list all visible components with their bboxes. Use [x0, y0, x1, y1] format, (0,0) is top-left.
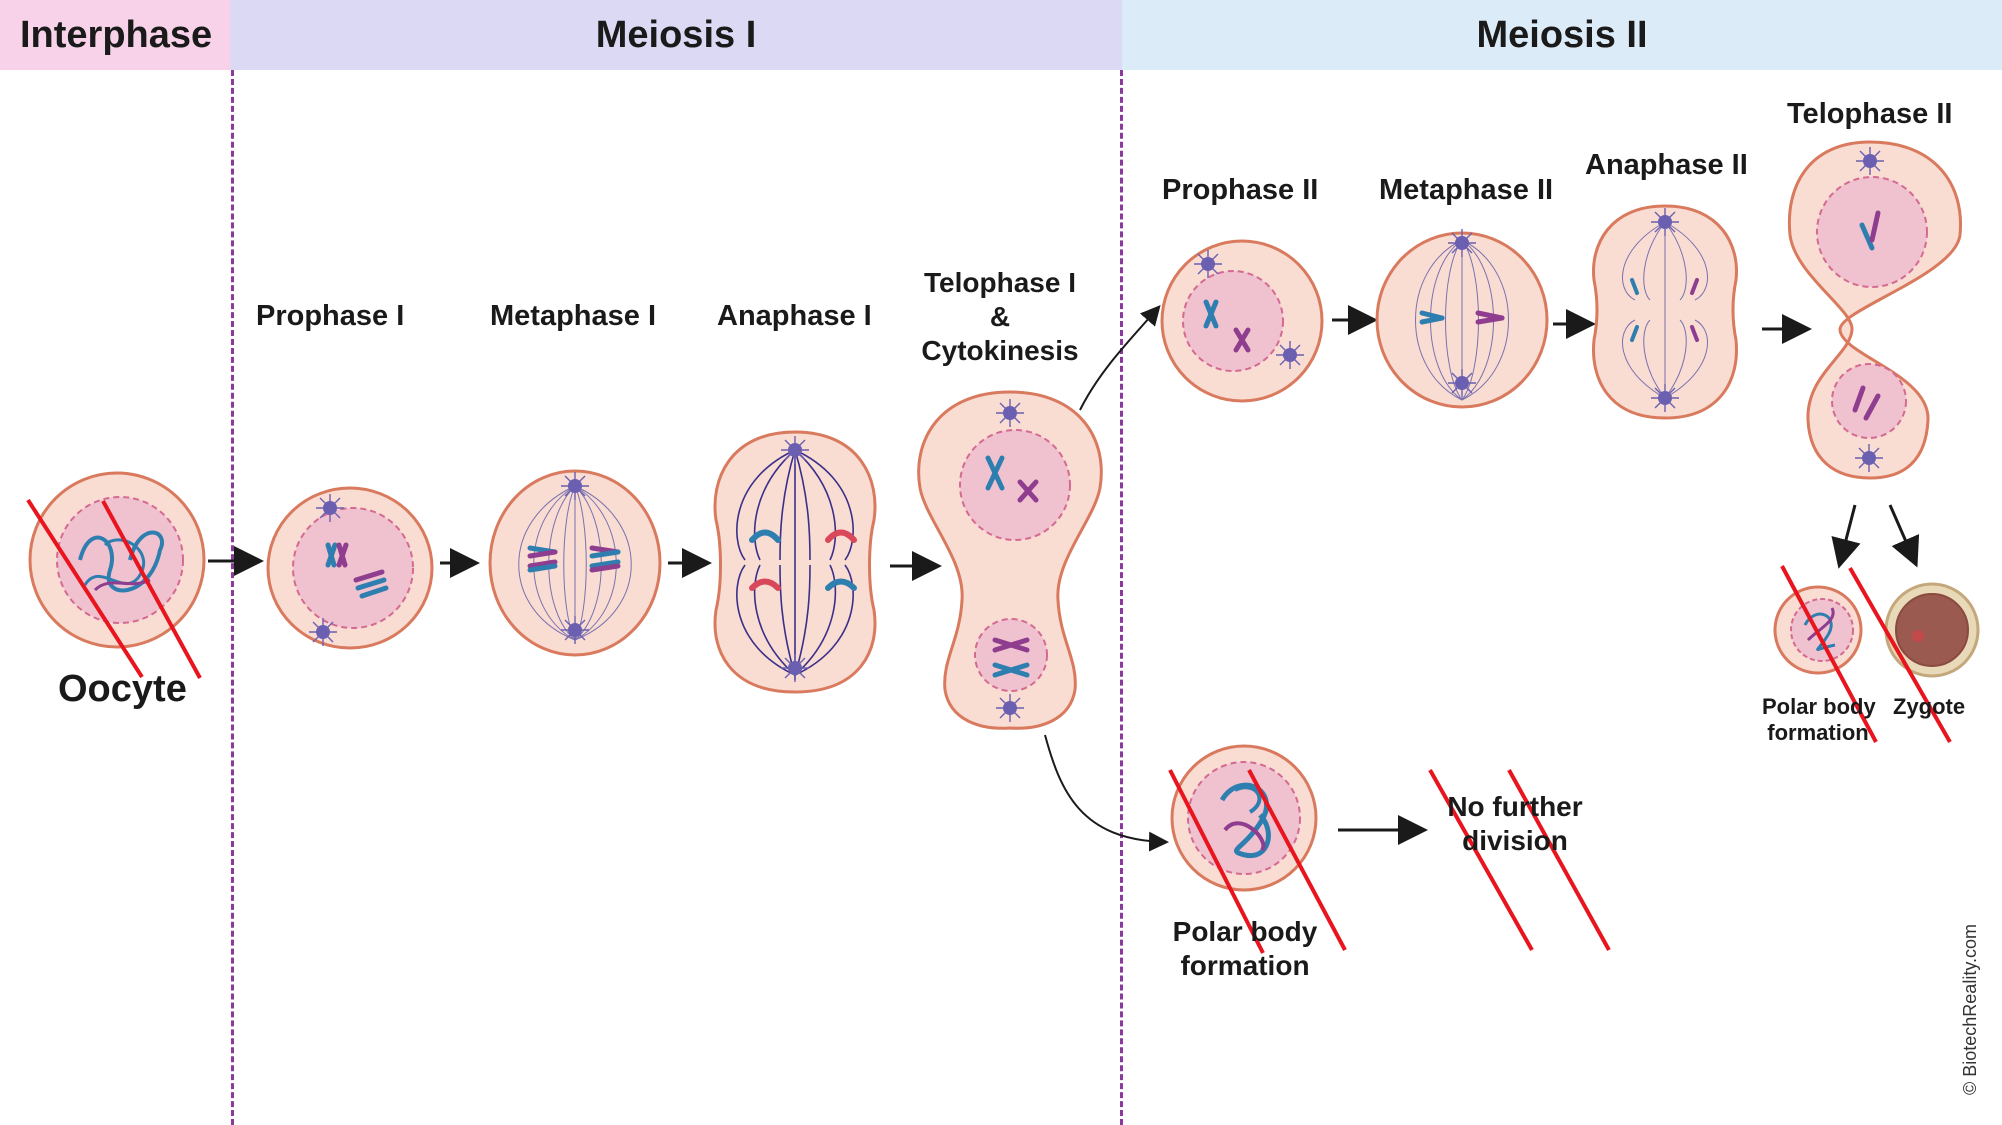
- no-further-line2: division: [1462, 825, 1568, 856]
- metaphase2-label: Metaphase II: [1379, 174, 1554, 206]
- oocyte-strike: [26, 498, 202, 679]
- telophase1-line3: Cytokinesis: [921, 335, 1079, 366]
- header-meiosis-2: Meiosis II: [1122, 0, 2002, 70]
- polar-body-small-strike: [1780, 565, 1878, 743]
- zygote-cell: [1884, 582, 1980, 678]
- polar-body-cell: [1170, 744, 1318, 892]
- divider-interphase-meiosis1: [231, 70, 234, 1125]
- telophase1-label: Telophase I & Cytokinesis: [920, 266, 1080, 368]
- arrow-telophase1-polarbody: [1044, 734, 1169, 852]
- zygote-label: Zygote: [1893, 694, 1966, 719]
- header-meiosis-1-label: Meiosis I: [595, 13, 757, 56]
- prophase2-label: Prophase II: [1162, 174, 1319, 206]
- telophase1-line2: &: [989, 301, 1011, 332]
- watermark: © BiotechReality.com: [1960, 924, 1980, 1095]
- zygote-strike: [1848, 567, 1952, 743]
- prophase2-cell: [1160, 239, 1324, 403]
- metaphase1-cell: [488, 469, 662, 657]
- telophase2-cell: [1787, 140, 1963, 480]
- arrow-telophase2-polarbody: [1831, 504, 1861, 569]
- polar-body-small-label: Polar body formation: [1762, 694, 1876, 746]
- header-meiosis-1: Meiosis I: [230, 0, 1122, 70]
- oocyte-label: Oocyte: [58, 668, 187, 710]
- anaphase2-label: Anaphase II: [1585, 149, 1748, 181]
- header-interphase-label: Interphase: [20, 13, 213, 56]
- arrow-telophase1-prophase2: [1079, 304, 1161, 411]
- polar-body-small-line1: Polar body: [1762, 694, 1876, 719]
- anaphase2-cell: [1592, 204, 1738, 420]
- polar-body-strike: [1168, 769, 1347, 954]
- no-further-strike: [1428, 769, 1611, 951]
- metaphase1-label: Metaphase I: [490, 300, 656, 332]
- anaphase1-cell: [713, 430, 877, 694]
- arrow-telophase2-zygote: [1888, 504, 1920, 568]
- telophase1-line1: Telophase I: [924, 267, 1076, 298]
- header-interphase: Interphase: [0, 0, 230, 70]
- telophase2-label: Telophase II: [1787, 98, 1953, 130]
- metaphase2-cell: [1375, 228, 1549, 409]
- no-further-division-label: No further division: [1440, 790, 1590, 858]
- divider-meiosis1-meiosis2: [1120, 70, 1123, 1125]
- polar-body-line1: Polar body: [1172, 916, 1318, 947]
- header-meiosis-2-label: Meiosis II: [1476, 13, 1648, 56]
- telophase1-cell: [917, 390, 1103, 730]
- polar-body-line2: formation: [1180, 950, 1310, 981]
- anaphase1-label: Anaphase I: [717, 300, 872, 332]
- prophase1-cell: [266, 486, 434, 650]
- oocyte-cell: [28, 471, 206, 649]
- prophase1-label: Prophase I: [256, 300, 405, 332]
- no-further-line1: No further: [1447, 791, 1583, 822]
- polar-body-small-line2: formation: [1767, 720, 1869, 745]
- polar-body-label: Polar body formation: [1164, 915, 1326, 983]
